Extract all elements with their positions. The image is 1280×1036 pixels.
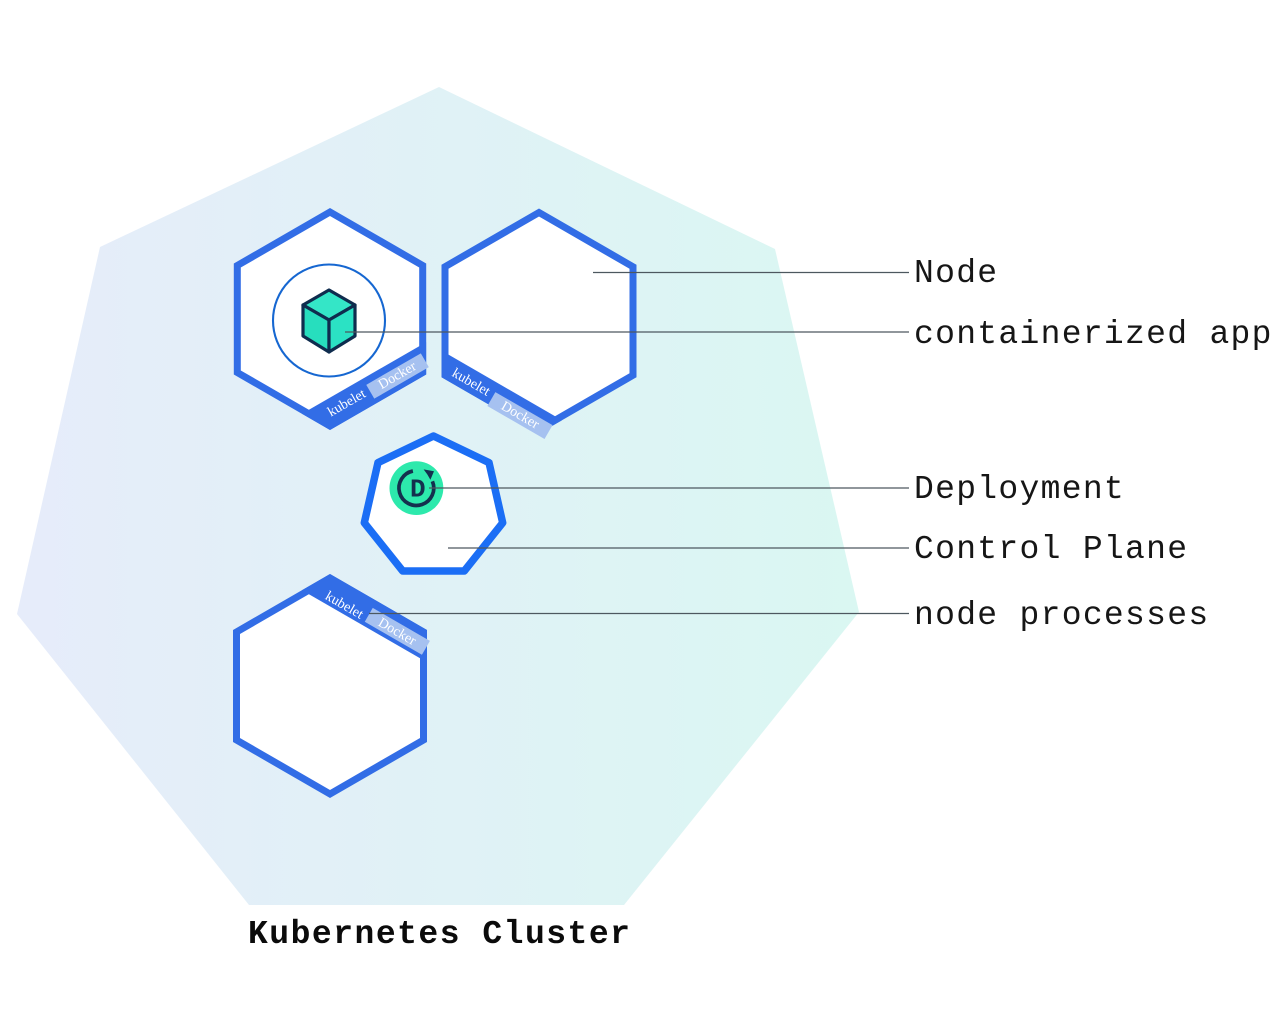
svg-text:Kubernetes Cluster: Kubernetes Cluster <box>248 916 631 953</box>
svg-text:D: D <box>410 475 426 505</box>
svg-text:Deployment: Deployment <box>914 471 1125 508</box>
svg-text:node processes: node processes <box>914 597 1209 634</box>
svg-text:Node: Node <box>914 255 998 292</box>
svg-text:Control Plane: Control Plane <box>914 531 1188 568</box>
svg-text:containerized app: containerized app <box>914 316 1273 353</box>
